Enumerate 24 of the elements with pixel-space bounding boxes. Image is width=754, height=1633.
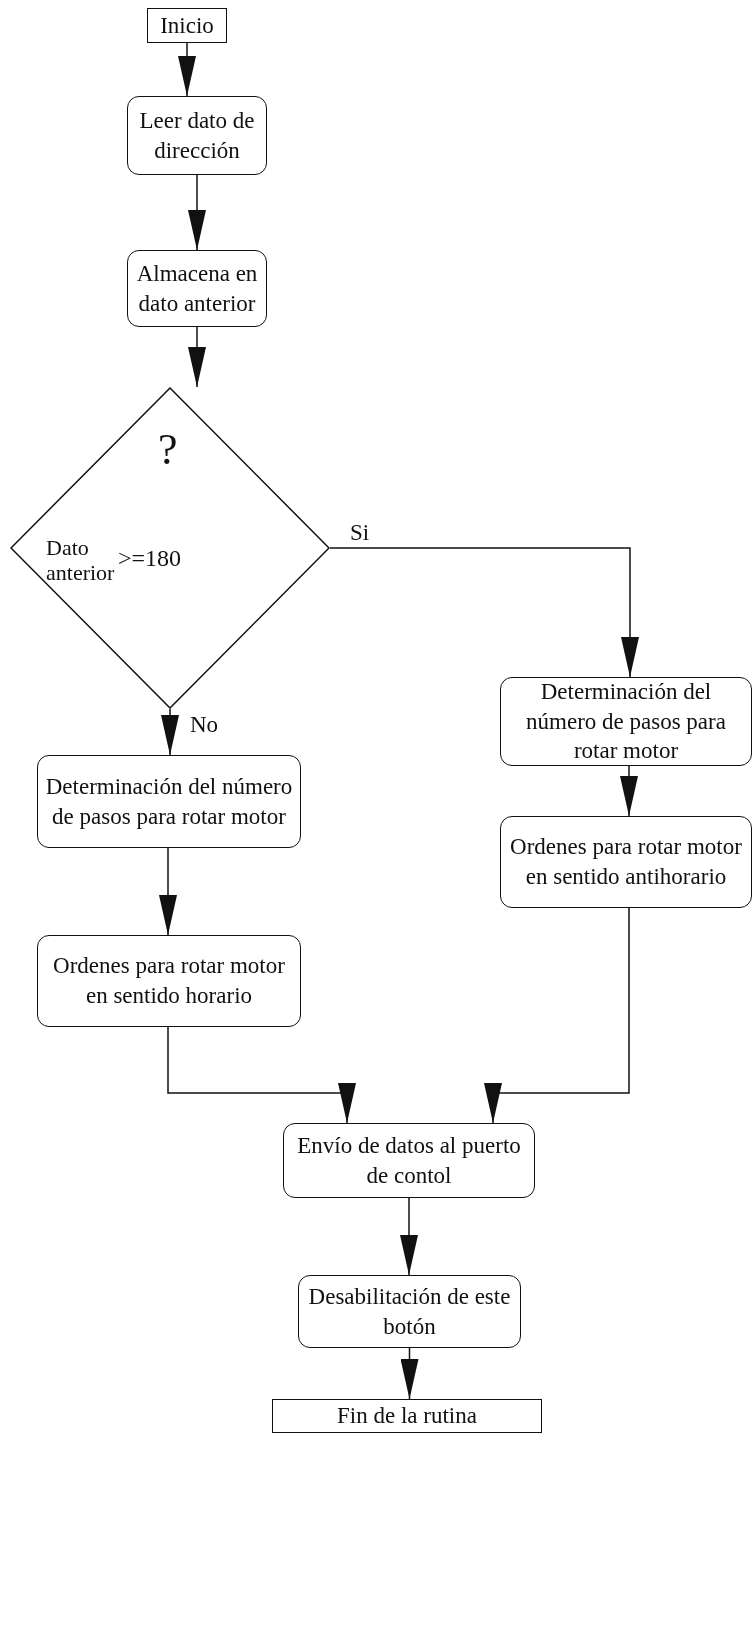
arrow <box>620 765 638 817</box>
decision-text: ? <box>158 425 179 476</box>
arrow <box>188 174 206 251</box>
process-box: Leer dato de dirección <box>127 96 267 175</box>
process-box: Ordenes para rotar motor en sentido antihorario <box>500 816 752 908</box>
arrow <box>188 326 206 388</box>
process-box: Ordenes para rotar motor en sentido horario <box>37 935 301 1027</box>
decision-text: >=180 <box>118 545 182 573</box>
process-box: Determinación del número de pasos para rotar motor <box>500 677 752 766</box>
decision-text: Dato anterior <box>46 535 116 586</box>
arrow <box>400 1347 419 1400</box>
terminal-box: Fin de la rutina <box>272 1399 542 1433</box>
arrow <box>329 547 639 678</box>
process-box: Desabilitación de este botón <box>298 1275 521 1348</box>
arrow <box>400 1197 418 1276</box>
arrow <box>484 907 630 1124</box>
arrow <box>167 1026 356 1124</box>
process-box: Almacena en dato anterior <box>127 250 267 327</box>
arrow <box>159 847 177 936</box>
arrow <box>178 42 196 97</box>
arrow <box>161 708 179 756</box>
process-box: Determinación del número de pasos para rotar motor <box>37 755 301 848</box>
process-box: Envío de datos al puerto de contol <box>283 1123 535 1198</box>
terminal-box: Inicio <box>147 8 227 43</box>
